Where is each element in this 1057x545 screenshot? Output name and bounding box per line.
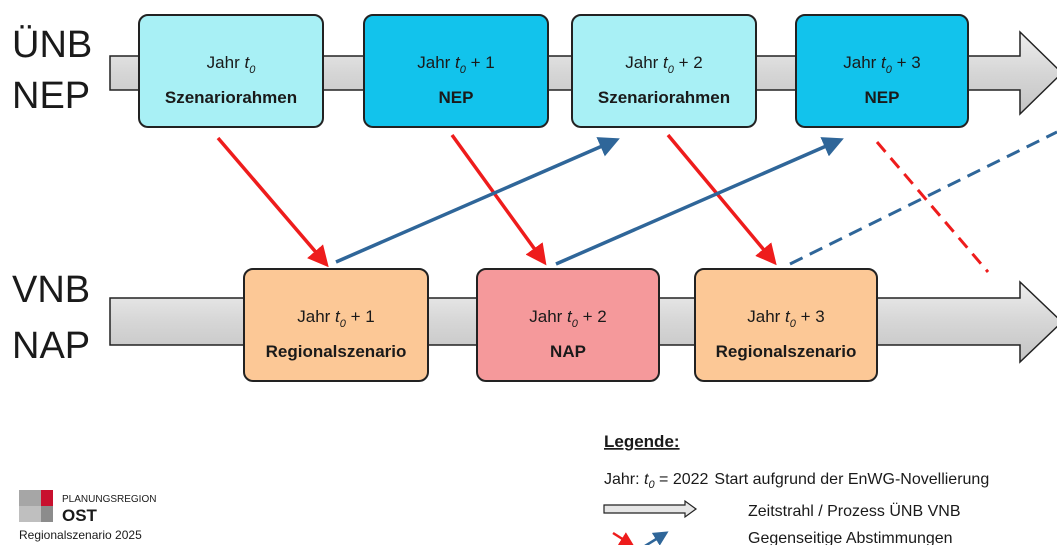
top-box-title: NEP: [865, 88, 900, 107]
bottom-box-3: Jahr t0 + 3 Regionalszenario: [694, 268, 878, 382]
lane-label-nap: NAP: [12, 325, 90, 367]
bottom-box-year: Jahr t0 + 3: [747, 307, 825, 330]
top-box-bg: [363, 14, 549, 128]
bottom-box-bg: [694, 268, 878, 382]
logo-line-3: Regionalszenario 2025: [19, 528, 142, 542]
top-box-title: NEP: [439, 88, 474, 107]
lane-label-nep: NEP: [12, 75, 90, 117]
top-box-title: Szenariorahmen: [165, 88, 297, 107]
top-box-year: Jahr t0 + 2: [625, 53, 703, 76]
logo-line-2: OST: [62, 506, 98, 525]
legend-timeline-text: Zeitstrahl / Prozess ÜNB VNB: [748, 502, 961, 520]
bottom-box-title: Regionalszenario: [716, 342, 857, 361]
bottom-box-year: Jahr t0 + 2: [529, 307, 607, 330]
legend-red-arrow-icon: [612, 531, 635, 545]
logo-block-grey-1: [19, 490, 41, 506]
blue-arrow-1: [335, 137, 620, 264]
top-box-year: Jahr t0 + 1: [417, 53, 495, 76]
bottom-box-bg: [243, 268, 429, 382]
lane-label-vnb: VNB: [12, 269, 90, 311]
bottom-box-bg: [476, 268, 660, 382]
legend-blue-arrow-icon: [644, 531, 669, 545]
logo-line-1: PLANUNGSREGION: [62, 494, 156, 505]
red-arrow-3: [666, 133, 777, 266]
top-box-bg: [795, 14, 969, 128]
planungsregion-ost-logo: PLANUNGSREGION OST Regionalszenario 2025: [19, 490, 156, 542]
top-box-3: Jahr t0 + 2 Szenariorahmen: [571, 14, 757, 128]
bottom-box-1: Jahr t0 + 1 Regionalszenario: [243, 268, 429, 382]
bottom-box-title: NAP: [550, 342, 586, 361]
top-box-4: Jahr t0 + 3 NEP: [795, 14, 969, 128]
lane-label-uenb: ÜNB: [12, 24, 92, 66]
blue-dashed-line: [789, 130, 1057, 266]
legend-timeline-icon: [603, 499, 698, 519]
top-box-2: Jahr t0 + 1 NEP: [363, 14, 549, 128]
logo-block-red: [41, 490, 53, 506]
top-box-bg: [138, 14, 324, 128]
blue-arrow-2: [555, 137, 844, 266]
bottom-box-2: Jahr t0 + 2 NAP: [476, 268, 660, 382]
red-arrow-1: [216, 136, 329, 268]
red-arrow-2: [450, 133, 547, 266]
bottom-box-title: Regionalszenario: [266, 342, 407, 361]
top-box-year: Jahr t0 + 3: [843, 53, 921, 76]
top-box-bg: [571, 14, 757, 128]
top-box-1: Jahr t0 Szenariorahmen: [138, 14, 324, 128]
red-dashed-line: [875, 141, 990, 273]
logo-block-grey-2: [19, 506, 41, 522]
top-box-title: Szenariorahmen: [598, 88, 730, 107]
connector-arrows: [216, 130, 1057, 273]
legend-title: Legende:: [604, 432, 680, 451]
bottom-box-year: Jahr t0 + 1: [297, 307, 375, 330]
logo-block-grey-3: [41, 506, 53, 522]
top-box-year: Jahr t0: [207, 53, 257, 76]
legend-coordination-text: Gegenseitige Abstimmungen: [748, 530, 953, 545]
